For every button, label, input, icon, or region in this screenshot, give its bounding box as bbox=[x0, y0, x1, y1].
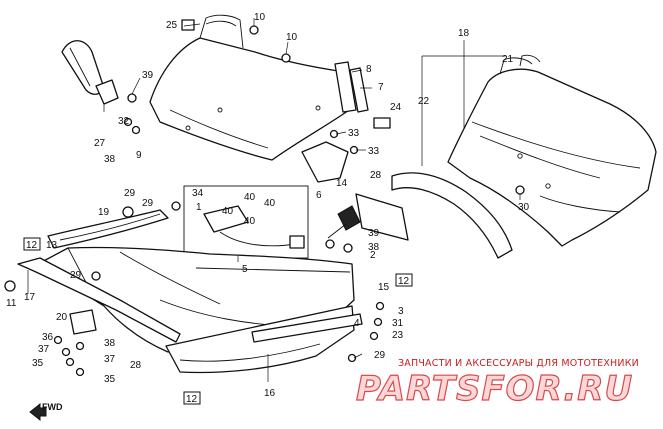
leader-lines bbox=[27, 18, 521, 382]
part-callout-27: 27 bbox=[94, 138, 106, 149]
side-panel-part bbox=[391, 172, 513, 259]
part-callout-14: 14 bbox=[336, 178, 348, 189]
part-callout-10: 10 bbox=[286, 32, 298, 43]
part-callout-29: 29 bbox=[374, 350, 386, 361]
watermark-logo: PARTSFOR.RU bbox=[356, 369, 633, 409]
left-trim-part bbox=[47, 209, 169, 249]
lower-left-trim-part bbox=[17, 257, 181, 343]
upper-cowl-part bbox=[447, 54, 657, 247]
part-callout-40: 40 bbox=[244, 192, 256, 203]
part-callout-6: 6 bbox=[316, 190, 322, 201]
part-callout-35: 35 bbox=[104, 374, 116, 385]
part-callout-38: 38 bbox=[368, 242, 380, 253]
part-callout-4: 4 bbox=[354, 318, 360, 329]
part-callout-29: 29 bbox=[70, 270, 82, 281]
mirror-right-part bbox=[327, 193, 409, 241]
small-bracket-part bbox=[69, 309, 97, 335]
boxed-callout-12: 12 bbox=[186, 394, 198, 405]
part-callout-2: 2 bbox=[370, 250, 376, 261]
part-callout-37: 37 bbox=[38, 344, 50, 355]
part-callout-39: 39 bbox=[368, 228, 380, 239]
boxed-callout-12: 12 bbox=[26, 240, 38, 251]
part-callout-40: 40 bbox=[264, 198, 276, 209]
bracket-part bbox=[301, 141, 349, 183]
part-callout-38: 38 bbox=[104, 338, 116, 349]
part-callout-17: 17 bbox=[24, 292, 36, 303]
part-callout-15: 15 bbox=[378, 282, 390, 293]
part-callout-20: 20 bbox=[56, 312, 68, 323]
part-callout-34: 34 bbox=[192, 188, 204, 199]
meter-panel-box bbox=[183, 185, 309, 259]
mirror-left-part bbox=[61, 40, 119, 105]
part-callout-35: 35 bbox=[32, 358, 44, 369]
part-callout-25: 25 bbox=[166, 20, 178, 31]
part-callout-19: 19 bbox=[98, 207, 110, 218]
part-callout-28: 28 bbox=[130, 360, 142, 371]
part-callout-10: 10 bbox=[254, 12, 266, 23]
windshield-part bbox=[149, 14, 353, 161]
part-callout-7: 7 bbox=[378, 82, 384, 93]
part-callout-16: 16 bbox=[264, 388, 276, 399]
windshield-trim-part bbox=[334, 61, 369, 113]
part-callout-5: 5 bbox=[242, 264, 248, 275]
boxed-callouts: 12 12 12 bbox=[23, 237, 413, 405]
boxed-callout-frame bbox=[183, 391, 201, 405]
watermark-subtitle: ЗАПЧАСТИ И АКСЕССУАРЫ ДЛЯ МОТОТЕХНИКИ bbox=[398, 358, 639, 369]
part-callout-40: 40 bbox=[222, 206, 234, 217]
fwd-label: FWD bbox=[42, 402, 63, 412]
part-callout-36: 36 bbox=[42, 332, 54, 343]
part-callout-31: 31 bbox=[392, 318, 404, 329]
boxed-callout-frame bbox=[23, 237, 41, 251]
part-callout-32: 32 bbox=[118, 116, 130, 127]
part-callout-11: 11 bbox=[6, 298, 17, 309]
part-callout-24: 24 bbox=[390, 102, 402, 113]
part-callout-8: 8 bbox=[366, 64, 372, 75]
part-callout-38: 38 bbox=[104, 154, 116, 165]
part-callout-30: 30 bbox=[518, 202, 530, 213]
part-callout-29: 29 bbox=[124, 188, 136, 199]
fwd-marker: FWD bbox=[29, 402, 63, 422]
part-callout-13: 13 bbox=[46, 240, 58, 251]
part-callout-37: 37 bbox=[104, 354, 116, 365]
part-callout-9: 9 bbox=[136, 150, 142, 161]
part-callout-39: 39 bbox=[142, 70, 154, 81]
part-callout-22: 22 bbox=[418, 96, 430, 107]
lower-cowl-part bbox=[37, 246, 355, 374]
boxed-callout-frame bbox=[395, 273, 413, 287]
part-callout-33: 33 bbox=[348, 128, 360, 139]
part-callout-18: 18 bbox=[458, 28, 470, 39]
watermark: ЗАПЧАСТИ И АКСЕССУАРЫ ДЛЯ МОТОТЕХНИКИ PA… bbox=[355, 358, 639, 410]
boxed-callout-12: 12 bbox=[398, 276, 410, 287]
part-callout-1: 1 bbox=[196, 202, 202, 213]
part-callout-28: 28 bbox=[370, 170, 382, 181]
part-callout-3: 3 bbox=[398, 306, 404, 317]
part-callout-33: 33 bbox=[368, 146, 380, 157]
part-callout-21: 21 bbox=[502, 54, 514, 65]
right-lower-strip-part bbox=[251, 313, 363, 343]
part-callout-29: 29 bbox=[142, 198, 154, 209]
part-callout-40: 40 bbox=[244, 216, 256, 227]
part-callout-23: 23 bbox=[392, 330, 404, 341]
